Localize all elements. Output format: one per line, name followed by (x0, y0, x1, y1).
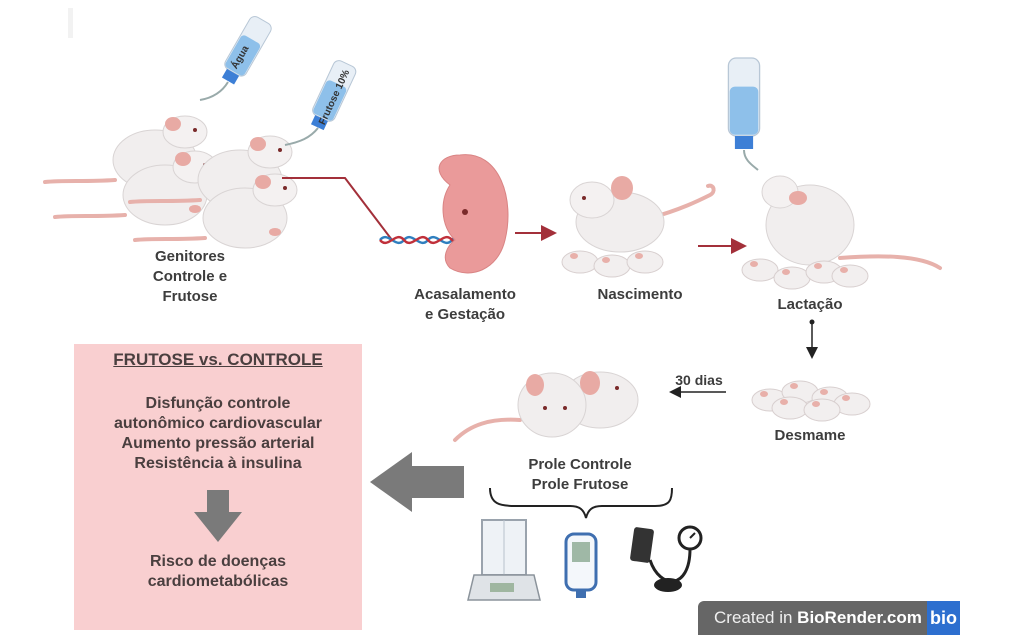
stage-label-lactation: Lactação (777, 296, 843, 313)
risk-statement: Risco de doenças cardiometabólicas (74, 552, 362, 592)
stage-label-birth: Nascimento (597, 286, 683, 303)
analytical-balance-icon (467, 519, 541, 601)
outcome-title: FRUTOSE vs. CONTROLE (113, 350, 323, 369)
outcome-box: FRUTOSE vs. CONTROLE Disfunção controle … (74, 344, 362, 630)
finding-item: autonômico cardiovascular (113, 415, 323, 432)
risk-line-1: Risco de doenças (149, 553, 287, 570)
offspring-line-2: Prole Frutose (531, 476, 629, 493)
brace-icon (489, 487, 673, 519)
stage-label-offspring: Prole Controle Prole Frutose (510, 455, 650, 495)
biorender-logo-icon: bio (927, 601, 960, 635)
gray-left-arrow-icon (370, 452, 464, 512)
mating-line-2: e Gestação (424, 306, 506, 323)
mating-line-1: Acasalamento (414, 286, 516, 303)
water-bottle-icon (727, 57, 761, 150)
stage-label-weaning: Desmame (774, 427, 846, 444)
timing-label: 30 dias (675, 372, 723, 388)
parents-line-1: Genitores (154, 248, 226, 265)
glucometer-icon (564, 532, 598, 598)
parents-line-2: Controle e (152, 268, 228, 285)
watermark-brand: BioRender.com (797, 608, 922, 627)
nursing-mother-illustration (741, 175, 942, 290)
finding-item: Disfunção controle (145, 395, 291, 412)
weaned-pups-illustration (751, 380, 871, 422)
offspring-mice-illustration (453, 371, 639, 442)
embryo-icon (438, 154, 509, 274)
biorender-watermark[interactable]: Created in BioRender.com bio (698, 601, 960, 635)
blood-pressure-monitor-icon (630, 525, 703, 592)
gray-down-arrow-icon (194, 490, 242, 542)
stage-label-mating: Acasalamento e Gestação (400, 285, 530, 325)
risk-line-2: cardiometabólicas (147, 573, 289, 590)
findings-list: Disfunção controle autonômico cardiovasc… (74, 394, 362, 474)
parents-line-3: Frutose (162, 288, 218, 305)
mother-with-pups-illustration (561, 176, 716, 278)
offspring-line-1: Prole Controle (528, 456, 632, 473)
stage-label-parents: Genitores Controle e Frutose (130, 247, 250, 307)
watermark-prefix: Created in (714, 608, 798, 627)
watermark-text: Created in BioRender.com (698, 608, 922, 628)
finding-item: Aumento pressão arterial (121, 435, 315, 452)
image-artifact (68, 8, 73, 38)
parent-mice-illustration (43, 114, 299, 250)
finding-item: Resistência à insulina (134, 455, 302, 472)
